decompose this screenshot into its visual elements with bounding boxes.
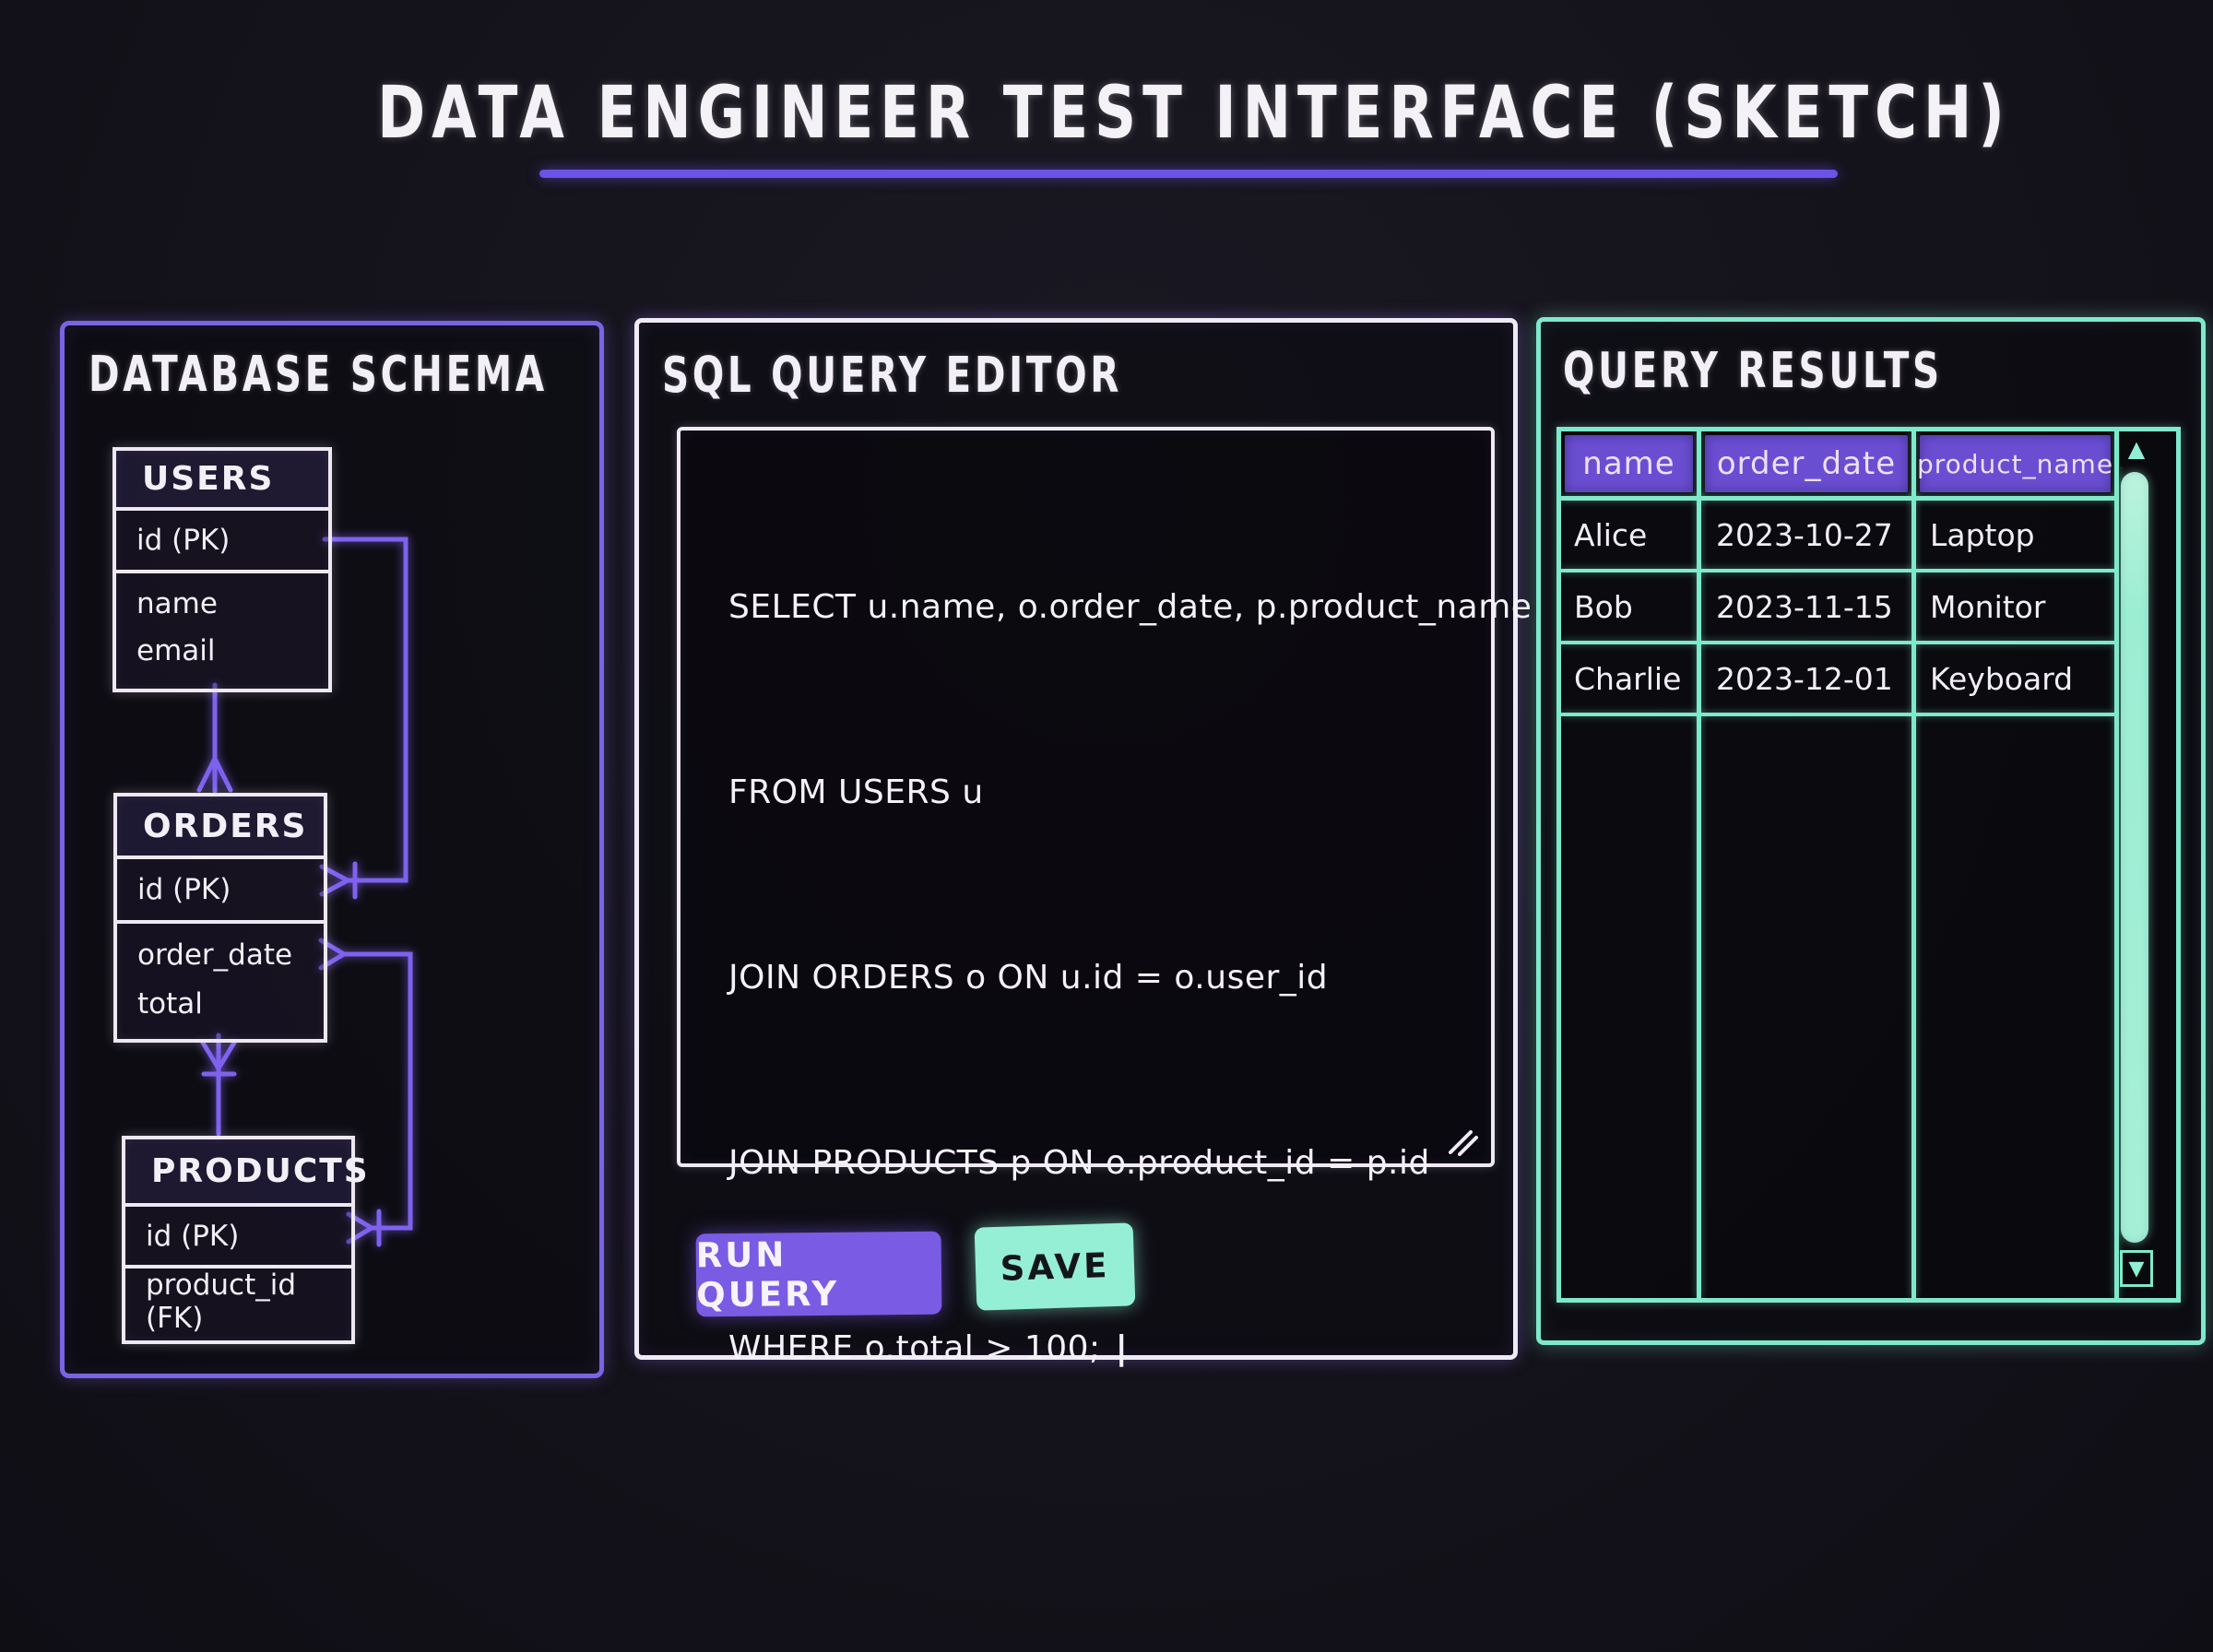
- cell-name: Alice: [1574, 516, 1648, 553]
- connector-orders-products-vertical: [200, 1032, 237, 1137]
- er-table-orders-title: ORDERS: [117, 796, 324, 859]
- er-field-users-email: email: [136, 634, 216, 667]
- sql-query-text: SELECT u.name, o.order_date, p.product_n…: [728, 453, 1533, 1503]
- results-panel-title: QUERY RESULTS: [1563, 342, 1943, 400]
- column-divider: [1911, 431, 1916, 1298]
- er-table-users[interactable]: USERS id (PK) name email: [112, 447, 332, 692]
- cell-name: Charlie: [1574, 660, 1682, 697]
- connector-users-orders-vertical: [196, 682, 233, 794]
- cell-product: Laptop: [1930, 516, 2035, 553]
- column-divider: [1697, 431, 1701, 1298]
- sql-line-1: SELECT u.name, o.order_date, p.product_n…: [728, 588, 1533, 626]
- row-separator: [1561, 713, 2114, 716]
- header-separator: [1561, 496, 2114, 501]
- sql-line-4: JOIN PRODUCTS p ON o.product_id = p.id: [728, 1144, 1430, 1182]
- sql-line-3: JOIN ORDERS o ON u.id = o.user_id: [728, 959, 1329, 997]
- scroll-up-icon: ▲: [2127, 436, 2146, 462]
- sql-query-textarea[interactable]: SELECT u.name, o.order_date, p.product_n…: [677, 427, 1532, 1367]
- row-separator: [1561, 641, 2114, 644]
- query-results-table: name order_date product_name Alice 2023-…: [1556, 427, 2181, 1303]
- er-field-users-name: name: [136, 587, 218, 620]
- scroll-up-button[interactable]: ▲: [2120, 431, 2153, 466]
- row-separator: [1561, 569, 2114, 572]
- page-title: DATA ENGINEER TEST INTERFACE (SKETCH): [377, 72, 2011, 156]
- scroll-down-icon: ▼: [2128, 1257, 2145, 1280]
- scrollbar-divider: [2114, 431, 2119, 1298]
- column-header-product-name[interactable]: product_name: [1917, 435, 2112, 492]
- connector-users-orders-fk: [319, 537, 408, 900]
- scrollbar-thumb[interactable]: [2121, 472, 2148, 1243]
- er-fields-users: name email: [116, 573, 328, 681]
- er-field-products-id: id (PK): [125, 1207, 351, 1268]
- cell-product: Monitor: [1930, 588, 2046, 625]
- er-field-users-id: id (PK): [116, 511, 328, 573]
- er-table-products-title: PRODUCTS: [125, 1139, 368, 1207]
- er-table-products[interactable]: PRODUCTS id (PK) product_id (FK): [122, 1136, 368, 1344]
- run-query-button[interactable]: RUN QUERY: [695, 1231, 942, 1317]
- resize-handle-icon[interactable]: [1447, 1128, 1478, 1156]
- database-schema-panel: DATABASE SCHEMA USERS id (PK) name email…: [60, 321, 604, 1378]
- er-field-orders-total: total: [137, 986, 203, 1021]
- column-header-order-date[interactable]: order_date: [1705, 435, 1908, 492]
- title-underline: [539, 170, 1838, 178]
- schema-panel-title: DATABASE SCHEMA: [89, 346, 548, 404]
- er-table-users-title: USERS: [116, 451, 328, 511]
- er-fields-products: product_id (FK): [125, 1268, 351, 1335]
- er-field-orders-orderdate: order_date: [137, 938, 293, 973]
- editor-panel-title: SQL QUERY EDITOR: [662, 347, 1123, 405]
- query-results-panel: QUERY RESULTS name order_date product_na…: [1536, 317, 2206, 1345]
- text-cursor: |: [1115, 1329, 1129, 1367]
- sql-line-2: FROM USERS u: [728, 773, 984, 811]
- er-field-products-productid: product_id (FK): [146, 1268, 297, 1335]
- sql-query-editor-panel: SQL QUERY EDITOR SELECT u.name, o.order_…: [634, 318, 1532, 1367]
- cell-date: 2023-12-01: [1716, 660, 1893, 697]
- scroll-down-button[interactable]: ▼: [2120, 1250, 2153, 1287]
- sql-line-5: WHERE o.total > 100;|: [728, 1317, 1473, 1379]
- cell-date: 2023-11-15: [1716, 588, 1893, 625]
- cell-date: 2023-10-27: [1716, 516, 1893, 553]
- cell-name: Bob: [1574, 588, 1633, 625]
- cell-product: Keyboard: [1930, 660, 2074, 697]
- column-header-name[interactable]: name: [1565, 435, 1693, 492]
- er-field-orders-id: id (PK): [117, 859, 324, 924]
- er-table-orders[interactable]: ORDERS id (PK) order_date total: [113, 793, 327, 1043]
- save-button[interactable]: SAVE: [974, 1222, 1136, 1311]
- er-fields-orders: order_date total: [117, 924, 324, 1035]
